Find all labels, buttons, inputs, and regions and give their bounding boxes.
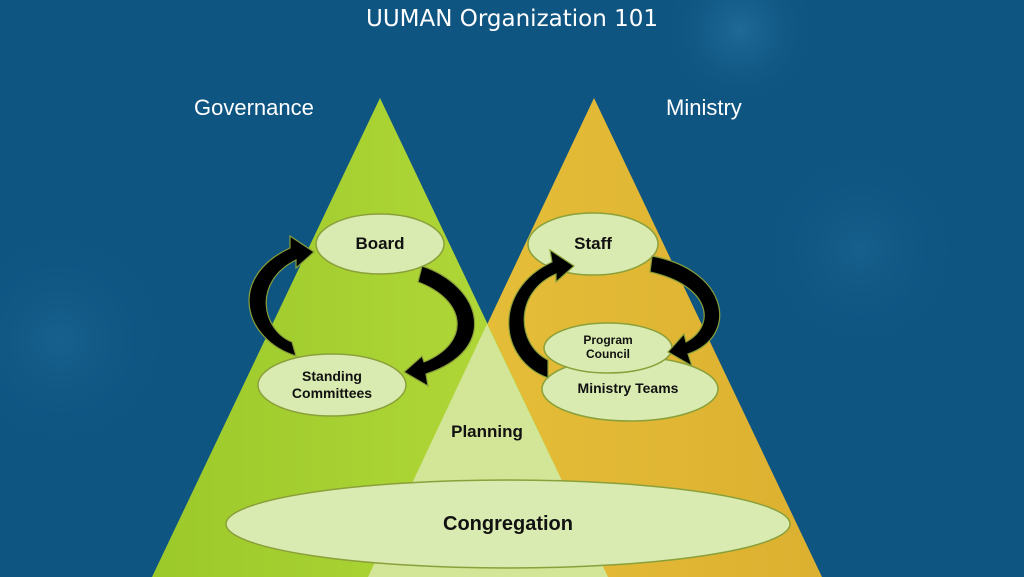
program-council-line2: Council <box>586 347 630 362</box>
ministry-cycle-arrows <box>508 248 721 379</box>
planning-label: Planning <box>451 422 523 441</box>
arrow-board-to-committees <box>402 265 476 388</box>
board-node <box>315 213 445 275</box>
governance-heading: Governance <box>194 95 314 120</box>
standing-committees-line1: Standing <box>302 368 362 384</box>
page-title: UUMAN Organization 101 <box>365 6 658 32</box>
standing-committees-label: Standing Committees <box>262 368 402 402</box>
board-label: Board <box>355 234 405 253</box>
program-council-label: Program Council <box>548 333 668 362</box>
congregation-label: Congregation <box>443 513 573 535</box>
staff-label: Staff <box>574 234 612 253</box>
ministry-heading: Ministry <box>666 95 742 120</box>
governance-cycle-arrows <box>248 234 476 388</box>
ministry-teams-label: Ministry Teams <box>577 380 679 396</box>
arrow-committees-to-board <box>248 234 315 357</box>
standing-committees-line2: Committees <box>291 384 373 401</box>
congregation-node <box>225 479 791 569</box>
standing-committees-node <box>257 353 407 417</box>
arrow-staff-to-council <box>649 255 721 368</box>
arrow-teams-to-staff <box>508 248 575 379</box>
program-council-line1: Program <box>583 333 633 347</box>
